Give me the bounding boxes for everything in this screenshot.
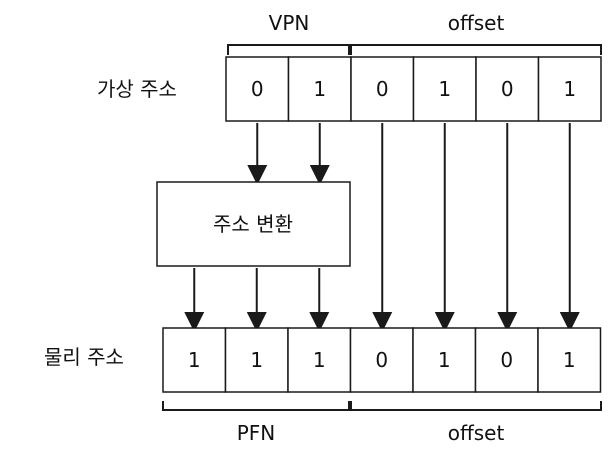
physical-address-cell [349, 327, 414, 393]
physical-address-cell [474, 327, 539, 393]
vpn-label: VPN [269, 11, 310, 35]
virtual-address-cell [537, 56, 602, 122]
physical-address-cell [162, 327, 227, 393]
virtual-address-cell [475, 56, 540, 122]
physical-address-bit: 1 [188, 348, 201, 372]
virtual-address-cell [287, 56, 352, 122]
offset-bottom-label: offset [448, 421, 505, 445]
physical-address-label: 물리 주소 [44, 345, 124, 369]
pfn-label: PFN [237, 421, 276, 445]
virtual-to-translation-arrows [247, 123, 580, 332]
virtual-address-bit: 1 [313, 77, 326, 101]
virtual-address-bit: 0 [501, 77, 514, 101]
virtual-address-cell [225, 56, 290, 122]
offset-bottom-brace [350, 401, 602, 411]
physical-address-cell [287, 327, 352, 393]
translation-box-label: 주소 변환 [213, 212, 293, 236]
physical-address-row: 1 1 1 0 1 0 1 [162, 327, 602, 393]
translation-to-physical-arrows [184, 268, 330, 332]
virtual-address-bit: 0 [376, 77, 389, 101]
virtual-address-cell [350, 56, 415, 122]
offset-top-brace [350, 44, 602, 55]
virtual-address-bit: 0 [251, 77, 264, 101]
physical-address-bit: 0 [375, 348, 388, 372]
vpn-brace [227, 44, 350, 55]
physical-address-bit: 1 [250, 348, 263, 372]
virtual-address-bit: 1 [438, 77, 451, 101]
physical-address-bit: 1 [313, 348, 326, 372]
virtual-address-bit: 1 [563, 77, 576, 101]
physical-address-cell [224, 327, 289, 393]
physical-address-cell [537, 327, 602, 393]
translation-box [156, 181, 351, 267]
physical-address-bit: 1 [563, 348, 576, 372]
physical-address-bit: 0 [500, 348, 513, 372]
virtual-address-row: 0 1 0 1 0 1 [225, 56, 602, 122]
offset-top-label: offset [448, 11, 505, 35]
virtual-address-label: 가상 주소 [97, 77, 177, 101]
physical-address-bit: 1 [438, 348, 451, 372]
pfn-brace [162, 401, 350, 411]
